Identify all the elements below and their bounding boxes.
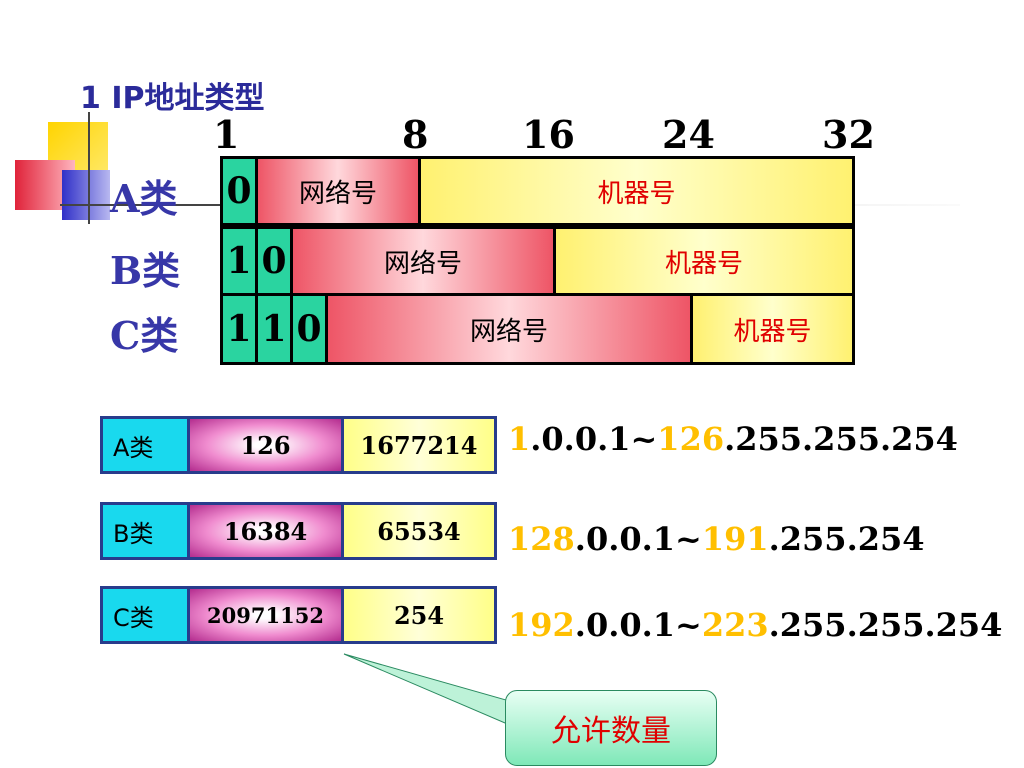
table-a-host-count: 1677214 xyxy=(341,416,497,474)
table-a-class: A类 xyxy=(100,416,190,474)
range-c-end: 223 xyxy=(701,606,769,644)
table-c-network-count: 20971152 xyxy=(187,586,344,644)
class-b-address-range: 128.0.0.1~191.255.254 xyxy=(508,520,925,558)
class-a-bit-0: 0 xyxy=(220,156,258,226)
range-c-mid: .0.0.1~ xyxy=(574,606,702,644)
range-b-mid: .0.0.1~ xyxy=(574,520,702,558)
table-c-host-count: 254 xyxy=(341,586,497,644)
range-a-start: 1 xyxy=(508,420,531,458)
class-c-bit-0: 1 xyxy=(220,293,258,365)
range-a-tail: .255.255.254 xyxy=(724,420,958,458)
class-c-label: C类 xyxy=(110,313,179,358)
callout-allowed-quantity: 允许数量 xyxy=(505,690,717,766)
bit-position-8: 8 xyxy=(402,112,429,157)
class-a-host-field: 机器号 xyxy=(418,156,855,226)
range-b-end: 191 xyxy=(701,520,769,558)
table-a-network-count: 126 xyxy=(187,416,344,474)
range-a-end: 126 xyxy=(657,420,725,458)
bit-position-32: 32 xyxy=(822,112,875,157)
class-a-network-field: 网络号 xyxy=(255,156,421,226)
class-c-address-range: 192.0.0.1~223.255.255.254 xyxy=(508,606,1002,644)
range-a-mid: .0.0.1~ xyxy=(530,420,658,458)
range-b-tail: .255.254 xyxy=(768,520,925,558)
class-c-network-field: 网络号 xyxy=(325,293,693,365)
class-b-bit-0: 1 xyxy=(220,226,258,296)
class-b-host-field: 机器号 xyxy=(553,226,855,296)
range-c-tail: .255.255.254 xyxy=(768,606,1003,644)
bit-position-16: 16 xyxy=(522,112,575,157)
class-c-host-field: 机器号 xyxy=(690,293,855,365)
decor-blue-square xyxy=(62,170,110,220)
table-b-network-count: 16384 xyxy=(187,502,344,560)
table-c-class: C类 xyxy=(100,586,190,644)
range-b-start: 128 xyxy=(508,520,575,558)
bit-position-24: 24 xyxy=(662,112,715,157)
class-b-label: B类 xyxy=(110,248,181,293)
bit-position-1: 1 xyxy=(213,112,240,157)
range-c-start: 192 xyxy=(508,606,575,644)
page-title: 1 IP地址类型 xyxy=(80,81,265,116)
class-c-bit-1: 1 xyxy=(255,293,293,365)
class-a-address-range: 1.0.0.1~126.255.255.254 xyxy=(508,420,958,458)
class-b-bit-1: 0 xyxy=(255,226,293,296)
decor-vertical-line xyxy=(88,112,90,224)
class-a-label: A类 xyxy=(110,176,178,221)
table-b-host-count: 65534 xyxy=(341,502,497,560)
